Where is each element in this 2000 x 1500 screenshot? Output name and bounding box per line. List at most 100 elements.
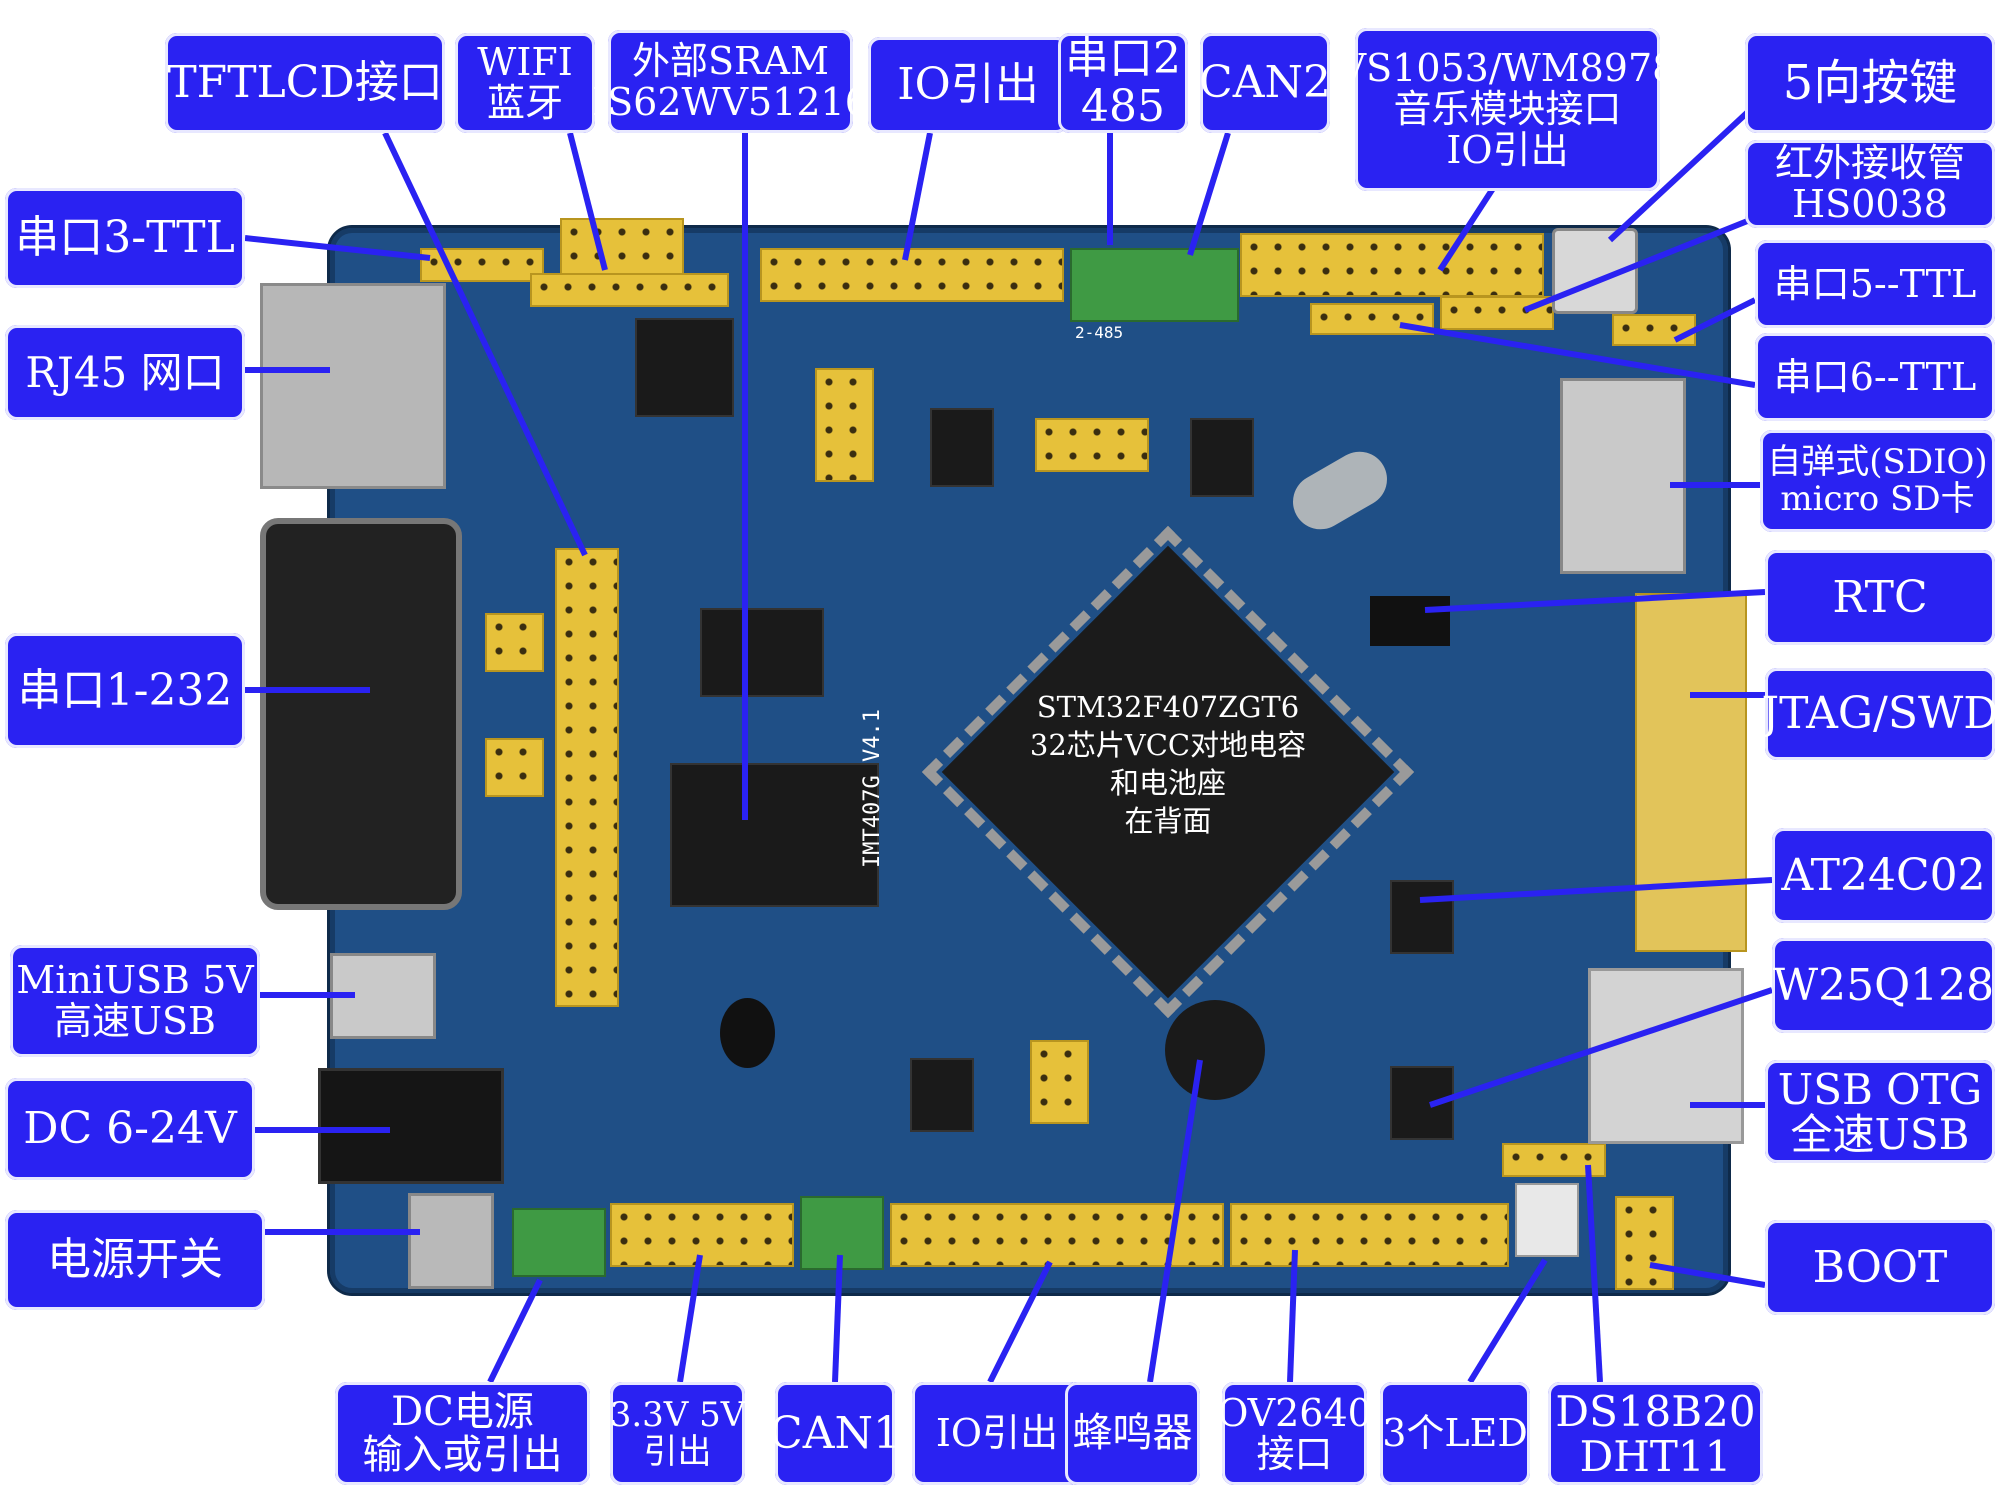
callout-uart1-line-1: 串口1-232 — [17, 664, 233, 716]
mcu-text: STM32F407ZGT6 32芯片VCC对地电容 和电池座 在背面 — [988, 688, 1348, 840]
callout-otg-line-1: USB OTG — [1777, 1064, 1983, 1114]
callout-tftlcd: TFTLCD接口 — [165, 33, 445, 133]
leader-tftlcd — [382, 131, 588, 557]
header-ov2640 — [1230, 1203, 1509, 1267]
callout-led: 3个LED — [1380, 1382, 1530, 1485]
callout-uart1: 串口1-232 — [5, 633, 245, 748]
terminal-dc — [512, 1208, 606, 1277]
header-usb-sel — [1030, 1040, 1089, 1124]
callout-ds18b20-line-1: DS18B20 — [1555, 1386, 1756, 1436]
mcu-text-line-1: STM32F407ZGT6 — [1036, 690, 1300, 724]
header-p14 — [485, 613, 544, 672]
callout-wifi-line-2: 蓝牙 — [486, 81, 563, 125]
callout-sd-line-2: micro SD卡 — [1780, 479, 1975, 519]
callout-otg-line-2: 全速USB — [1790, 1109, 1970, 1159]
callout-power: 电源开关 — [5, 1210, 265, 1310]
chip-u9 — [700, 608, 824, 697]
callout-vs1053-line-3: IO引出 — [1446, 128, 1569, 172]
callout-w25-line-1: W25Q128 — [1772, 959, 1995, 1011]
terminal-485-can2 — [1070, 248, 1239, 322]
callout-io-bot-line-1: IO引出 — [935, 1411, 1059, 1455]
leader-wifi — [567, 132, 608, 271]
callout-dc: DC 6-24V — [5, 1078, 255, 1180]
chip-usb-phy — [910, 1058, 974, 1132]
led-strip — [1515, 1183, 1579, 1257]
callout-vs1053-line-1: VS1053/WM8978 — [1338, 46, 1677, 90]
leader-at24 — [1419, 877, 1773, 903]
callout-ir-line-2: HS0038 — [1792, 182, 1948, 226]
header-wifi-2 — [530, 273, 729, 307]
callout-rtc: RTC — [1765, 550, 1995, 645]
callout-uart2-line-1: 串口2 — [1065, 33, 1181, 84]
callout-key5-line-1: 5向按键 — [1782, 55, 1958, 111]
callout-boot: BOOT — [1765, 1220, 1995, 1315]
leader-boot — [1649, 1262, 1766, 1288]
callout-led-line-1: 3个LED — [1382, 1411, 1528, 1455]
callout-rj45-line-1: RJ45 网口 — [25, 348, 225, 397]
power-switch — [408, 1193, 494, 1289]
header-p5 — [815, 368, 874, 482]
leader-rtc — [1424, 589, 1766, 613]
mcu-text-line-2: 32芯片VCC对地电容 — [1029, 728, 1307, 762]
callout-dcin-line-2: 输入或引出 — [362, 1431, 563, 1478]
callout-uart5-line-1: 串口5--TTL — [1773, 261, 1977, 306]
leader-can1 — [832, 1254, 843, 1383]
chip-u11 — [1190, 418, 1254, 497]
header-p15 — [1035, 418, 1149, 472]
callout-uart6-line-1: 串口6--TTL — [1773, 354, 1977, 399]
callout-io-bot: IO引出 — [912, 1382, 1082, 1485]
callout-rj45: RJ45 网口 — [5, 325, 245, 420]
leader-v33 — [677, 1254, 703, 1383]
leader-io-bot — [987, 1260, 1053, 1384]
callout-jtag-line-1: JTAG/SWD — [1761, 688, 1999, 739]
callout-dcin: DC电源输入或引出 — [335, 1382, 590, 1485]
leader-ov2640 — [1287, 1249, 1298, 1383]
callout-tftlcd-line-1: TFTLCD接口 — [167, 57, 443, 108]
callout-buzzer: 蜂鸣器 — [1065, 1382, 1200, 1485]
leader-uart6 — [1399, 322, 1756, 388]
leader-w25 — [1429, 987, 1773, 1108]
callout-power-line-1: 电源开关 — [47, 1234, 223, 1285]
callout-at24: AT24C02 — [1772, 828, 1995, 923]
header-io-top — [760, 248, 1064, 302]
silk-485: 2-485 — [1075, 323, 1124, 342]
callout-miniusb-line-1: MiniUSB 5V — [16, 958, 254, 1002]
callout-key5: 5向按键 — [1745, 33, 1995, 133]
chip-sram — [670, 763, 879, 907]
callout-can2-line-1: CAN2 — [1199, 57, 1331, 108]
chip-at24c02 — [1390, 880, 1454, 954]
chip-ethernet-phy — [635, 318, 734, 417]
callout-io-top: IO引出 — [868, 37, 1068, 133]
leader-buzzer — [1147, 1059, 1203, 1383]
callout-ir-line-1: 红外接收管 — [1774, 141, 1965, 185]
callout-v33-line-2: 引出 — [643, 1431, 712, 1472]
callout-uart5: 串口5--TTL — [1755, 240, 1995, 328]
callout-v33-line-1: 3.3V 5V — [609, 1394, 746, 1435]
mcu-text-line-3: 和电池座 — [1109, 766, 1226, 800]
callout-io-top-line-1: IO引出 — [897, 59, 1039, 110]
leader-dcin — [487, 1278, 543, 1384]
callout-rtc-line-1: RTC — [1832, 571, 1928, 623]
callout-sd-line-1: 自弹式(SDIO) — [1767, 442, 1988, 482]
leader-ir — [1523, 217, 1752, 313]
callout-ds18b20-line-2: DHT11 — [1579, 1431, 1732, 1481]
leader-io-top — [902, 132, 933, 261]
header-p3 — [485, 738, 544, 797]
callout-sd: 自弹式(SDIO)micro SD卡 — [1760, 430, 1995, 532]
rj45-jack — [260, 283, 446, 489]
leader-key5 — [1607, 107, 1753, 243]
callout-miniusb-line-2: 高速USB — [54, 999, 216, 1043]
callout-sram-line-2: IS62WV51216 — [592, 79, 869, 124]
chip-u7 — [930, 408, 994, 487]
usb-otg-port — [1588, 968, 1744, 1144]
